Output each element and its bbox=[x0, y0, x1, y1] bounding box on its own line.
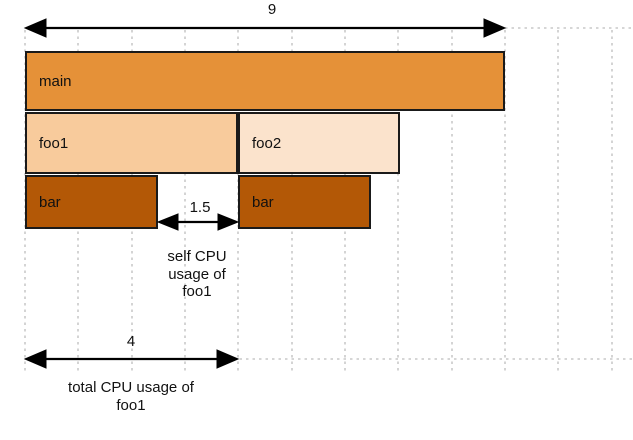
dimension-value-total-width: 9 bbox=[267, 1, 277, 18]
frame-foo1[interactable]: foo1 bbox=[25, 112, 238, 174]
arrow-total-cpu-foo1 bbox=[23, 349, 240, 369]
arrow-self-cpu-foo1 bbox=[156, 213, 240, 231]
frame-bar-1-label: bar bbox=[39, 193, 61, 211]
frame-foo2-label: foo2 bbox=[252, 134, 282, 152]
frame-bar-2-label: bar bbox=[252, 193, 274, 211]
frame-bar-2[interactable]: bar bbox=[238, 175, 371, 229]
caption-line: total CPU usage of bbox=[68, 379, 194, 396]
dimension-value-self-cpu-foo1: 1.5 bbox=[189, 199, 211, 216]
dimension-value-total-cpu-foo1: 4 bbox=[126, 333, 136, 350]
frame-foo2[interactable]: foo2 bbox=[238, 112, 400, 174]
arrow-total-width bbox=[23, 18, 507, 38]
frame-main-label: main bbox=[39, 72, 72, 90]
caption-line: self CPU bbox=[167, 248, 227, 265]
caption-line: foo1 bbox=[116, 396, 146, 414]
frame-bar-1[interactable]: bar bbox=[25, 175, 158, 229]
frame-foo1-label: foo1 bbox=[39, 134, 69, 152]
dimension-caption-total-cpu-foo1: total CPU usage of foo1 bbox=[1, 379, 261, 414]
dimension-caption-self-cpu-foo1: self CPU usage of foo1 bbox=[132, 248, 262, 301]
caption-line: usage of bbox=[168, 265, 226, 283]
caption-line: foo1 bbox=[182, 283, 212, 301]
frame-main[interactable]: main bbox=[25, 51, 505, 111]
